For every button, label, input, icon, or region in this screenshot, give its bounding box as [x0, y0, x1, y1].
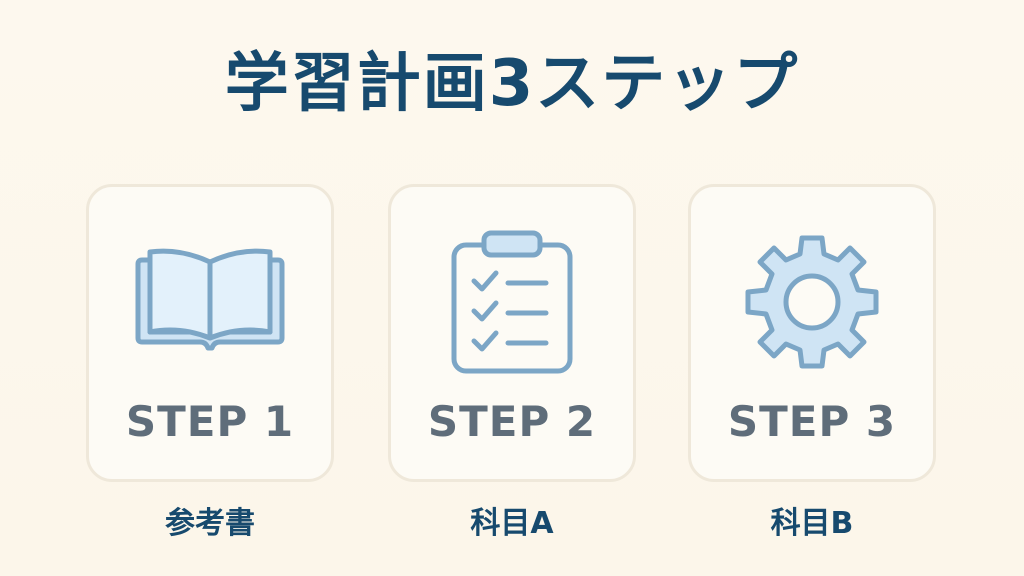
step-card-2: STEP 2	[388, 184, 636, 482]
step-caption-1: 参考書	[165, 506, 255, 541]
step-label: STEP 2	[427, 397, 597, 446]
page-title: 学習計画3ステップ	[224, 47, 800, 121]
step-caption-2: 科目A	[470, 506, 554, 541]
gear-icon	[691, 227, 933, 377]
step-card-3: STEP 3	[688, 184, 936, 482]
step-card-1: STEP 1	[86, 184, 334, 482]
clipboard-checklist-icon	[391, 227, 633, 377]
open-book-icon	[89, 227, 331, 377]
step-label: STEP 3	[727, 397, 897, 446]
step-caption-3: 科目B	[770, 506, 854, 541]
step-label: STEP 1	[125, 397, 295, 446]
